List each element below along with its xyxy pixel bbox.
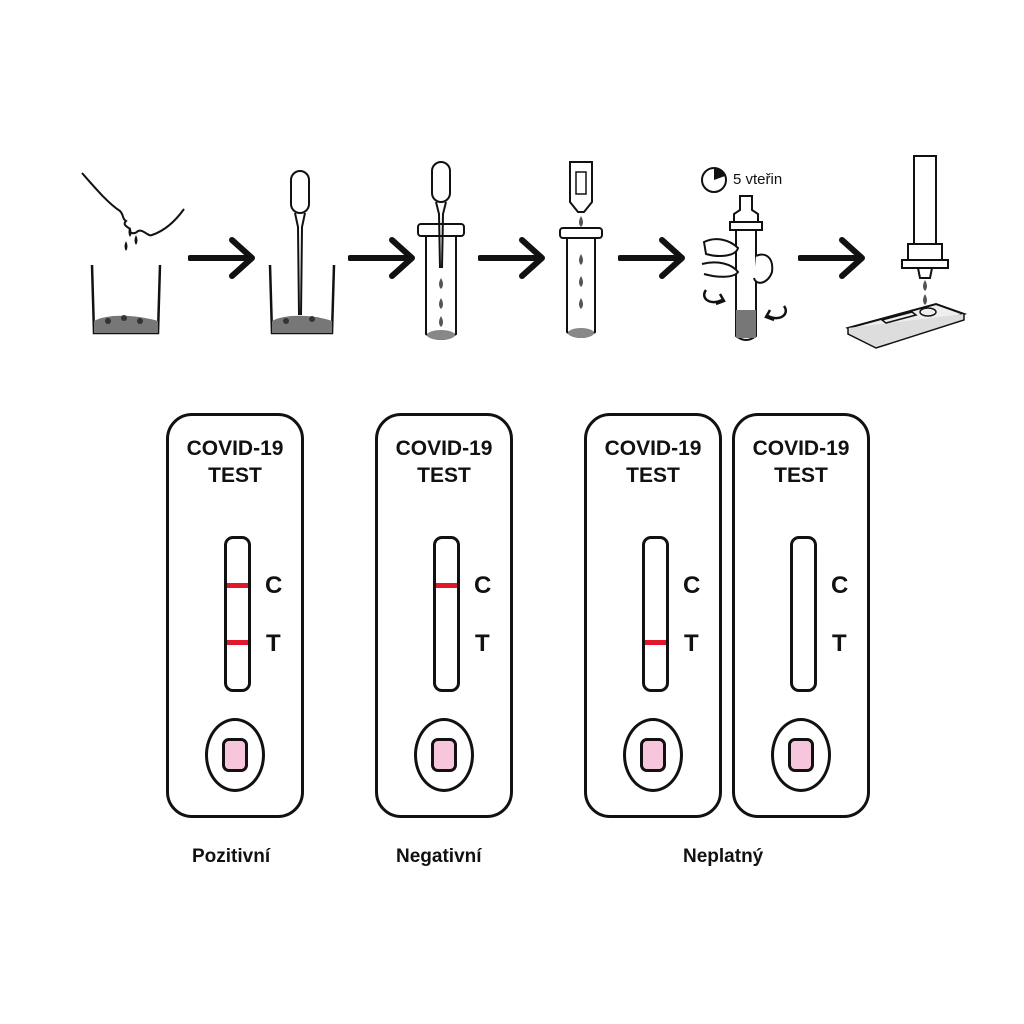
step-3-pipette-into-tube	[410, 158, 472, 348]
cap-tube-icon	[559, 161, 603, 338]
arrow-right-icon	[478, 237, 545, 279]
result-window	[642, 536, 669, 692]
result-label-positive: Pozitivní	[192, 846, 271, 867]
sample-well	[771, 718, 831, 792]
step-5-mix-tube	[696, 160, 792, 350]
result-window	[224, 536, 251, 692]
result-label-negative: Negativní	[396, 846, 482, 867]
test-line	[227, 640, 248, 645]
pipette-in-cup-icon	[268, 170, 336, 335]
sample-well	[623, 718, 683, 792]
timer-label: 5 vteřin	[733, 171, 783, 188]
sample-pad	[222, 738, 248, 772]
step-4-cap-tube	[556, 158, 606, 348]
sample-pad	[640, 738, 666, 772]
control-mark: C	[683, 572, 701, 599]
test-mark: T	[684, 630, 699, 657]
test-mark: T	[475, 630, 490, 657]
result-window	[433, 536, 460, 692]
step-2-pipette-in-cup	[262, 165, 342, 345]
test-line	[645, 640, 666, 645]
sample-pad	[788, 738, 814, 772]
step-6-drop-on-cassette	[842, 152, 968, 362]
control-mark: C	[265, 572, 283, 599]
test-mark: T	[832, 630, 847, 657]
arrow-right-icon	[188, 237, 255, 279]
control-line	[436, 583, 457, 588]
result-label-invalid: Neplatný	[683, 846, 764, 867]
result-window	[790, 536, 817, 692]
sample-well	[205, 718, 265, 792]
mix-tube-icon	[701, 167, 787, 341]
sample-well	[414, 718, 474, 792]
step-1-spit-into-cup	[78, 165, 190, 345]
pipette-into-tube-icon	[417, 161, 465, 340]
sample-pad	[431, 738, 457, 772]
arrow-right-icon	[348, 237, 415, 279]
drop-on-cassette-icon	[845, 155, 968, 349]
arrow-right-icon	[618, 237, 685, 279]
test-mark: T	[266, 630, 281, 657]
control-mark: C	[831, 572, 849, 599]
spit-into-cup-icon	[81, 172, 185, 335]
stopwatch-icon	[701, 167, 727, 193]
control-line	[227, 583, 248, 588]
arrow-right-icon	[798, 237, 865, 279]
control-mark: C	[474, 572, 492, 599]
